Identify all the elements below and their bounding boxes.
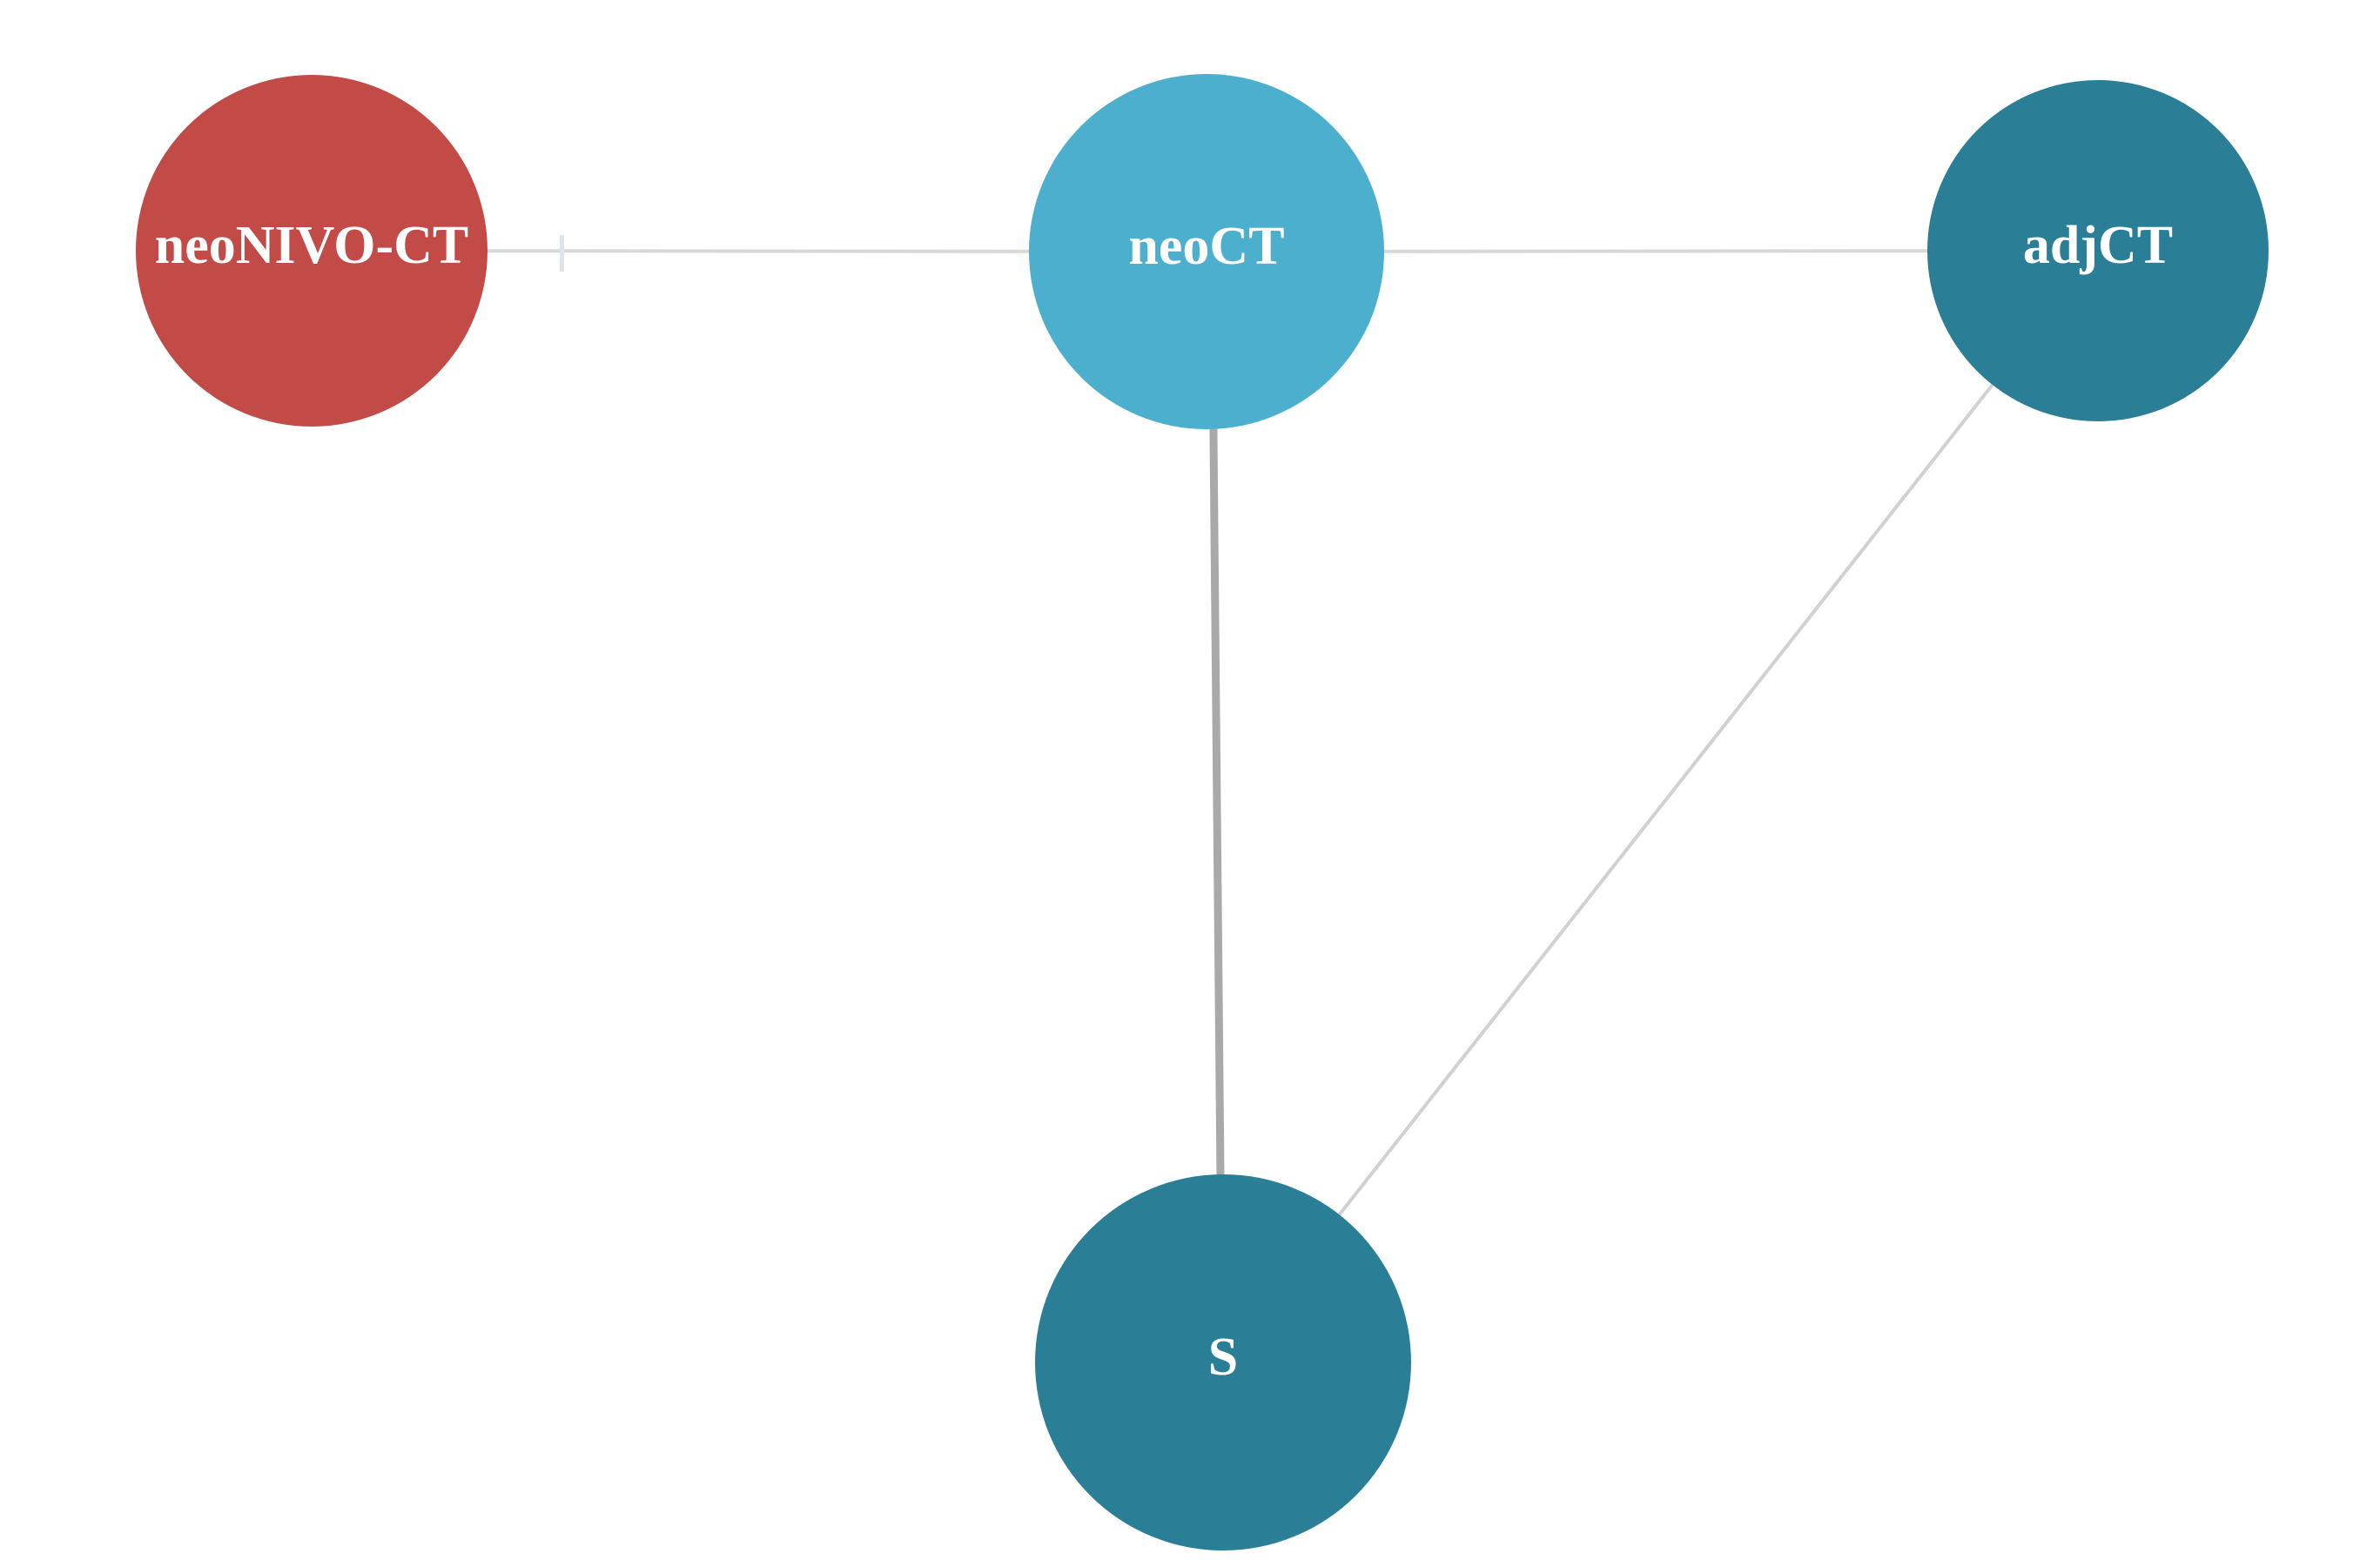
graph-node-neonivo-ct[interactable]: neoNIVO-CT [136,75,487,427]
node-circle[interactable] [136,75,487,427]
node-circle[interactable] [1927,80,2269,421]
graph-node-s[interactable]: S [1035,1174,1411,1550]
node-label: neoNIVO-CT [155,216,468,275]
node-label: S [1208,1328,1238,1387]
graph-edge [1221,249,2100,1364]
nodes-layer: neoNIVO-CT neoCT adjCT S [136,74,2269,1550]
edge-tick-marker [560,235,564,272]
node-circle[interactable] [1029,74,1384,429]
artifacts-layer [560,235,564,272]
node-label: adjCT [2023,216,2173,275]
node-label: neoCT [1128,217,1284,276]
graph-node-neoct[interactable]: neoCT [1029,74,1384,429]
graph-node-adjct[interactable]: adjCT [1927,80,2269,421]
node-circle[interactable] [1035,1174,1411,1550]
